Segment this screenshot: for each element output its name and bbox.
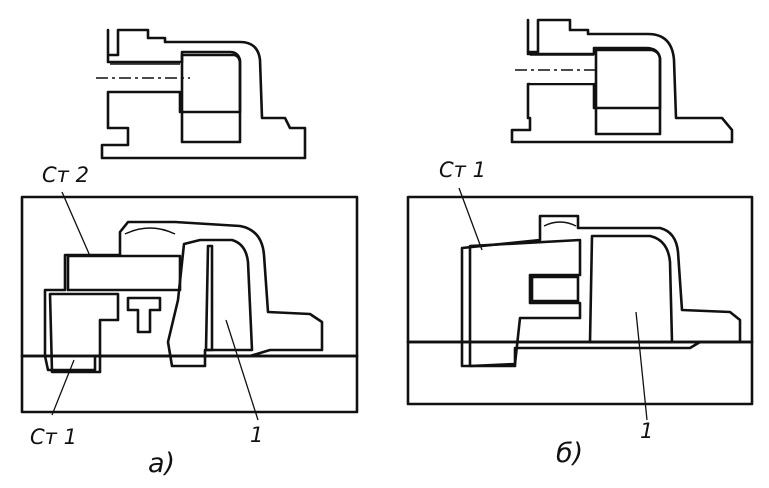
mold-b-lower-flask xyxy=(406,340,754,406)
label-st1-b: Ст 1 xyxy=(439,158,486,182)
panel-a-mold-section xyxy=(20,191,359,421)
part-b-cavity xyxy=(594,48,662,136)
label-st2-a: Ст 2 xyxy=(42,163,89,187)
core-1-a xyxy=(166,238,254,368)
label-1-a: 1 xyxy=(250,423,263,447)
mold-b-cavity xyxy=(460,214,742,368)
core-1-a-insert xyxy=(204,244,214,352)
mold-a-upper-flask xyxy=(20,195,359,358)
part-a-body xyxy=(100,28,307,160)
label-1-b: 1 xyxy=(640,419,653,443)
label-st1-a: Ст 1 xyxy=(30,425,77,449)
panel-a-caption: а) xyxy=(148,448,175,479)
part-b-bore xyxy=(530,55,594,83)
stem-a xyxy=(126,296,162,334)
panel-b-part-drawing xyxy=(510,18,734,144)
panel-b-caption: б) xyxy=(556,438,583,469)
core-st2 xyxy=(66,254,182,292)
panel-a: Ст 2 Ст 1 1 а) xyxy=(20,28,359,479)
part-a-bore xyxy=(110,64,180,90)
core-1-b xyxy=(588,234,674,344)
panel-a-part-drawing xyxy=(96,28,307,160)
mold-a-cavity xyxy=(43,220,324,372)
core-st1-b xyxy=(468,238,582,368)
panel-b-mold-section xyxy=(406,187,754,421)
core-st1-a xyxy=(48,292,120,374)
part-a-cavity xyxy=(180,53,242,144)
panel-b: Ст 1 1 б) xyxy=(406,18,754,469)
core-1-b-window xyxy=(530,275,580,303)
